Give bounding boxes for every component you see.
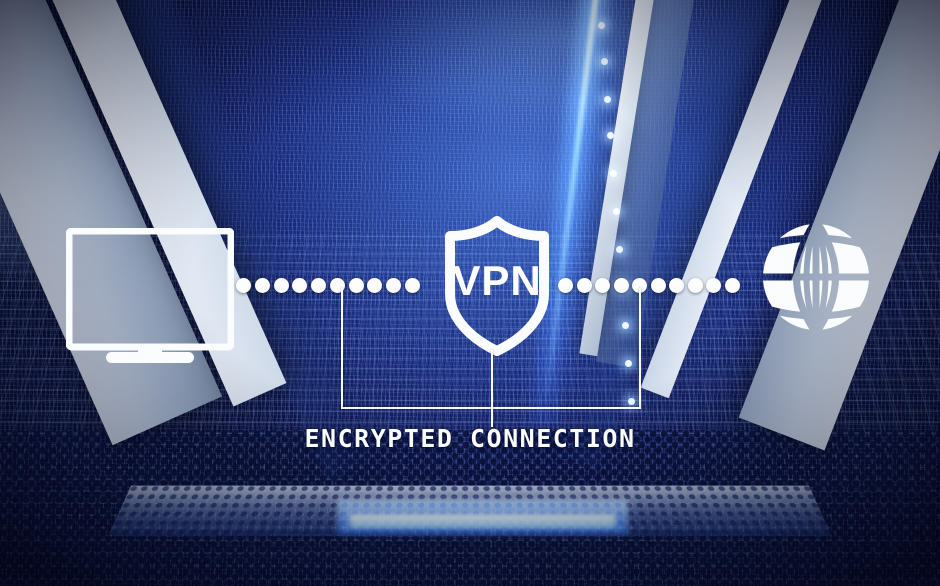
link-dot	[688, 278, 703, 293]
internet-node	[757, 212, 875, 347]
encrypted-link-right	[558, 278, 740, 293]
leader-line-center	[491, 350, 493, 427]
vpn-node: VPN	[440, 216, 554, 361]
link-dot	[405, 278, 420, 293]
link-dot	[614, 278, 629, 293]
link-dot	[725, 278, 740, 293]
vpn-shield-label: VPN	[440, 260, 554, 302]
encrypted-link-left	[236, 278, 420, 293]
link-dot	[669, 278, 684, 293]
link-dot	[367, 278, 382, 293]
leader-line-left	[341, 288, 343, 409]
link-dot	[577, 278, 592, 293]
link-dot	[311, 278, 326, 293]
link-dot	[558, 278, 573, 293]
link-dot	[386, 278, 401, 293]
globe-icon	[757, 212, 875, 342]
link-dot	[595, 278, 610, 293]
link-dot	[274, 278, 289, 293]
client-node	[66, 228, 234, 369]
link-dot	[349, 278, 364, 293]
link-dot	[292, 278, 307, 293]
link-dot	[706, 278, 721, 293]
monitor-icon	[66, 228, 234, 364]
encrypted-connection-caption: ENCRYPTED CONNECTION	[0, 424, 940, 453]
leader-line-right	[639, 288, 641, 409]
link-dot	[651, 278, 666, 293]
link-dot	[236, 278, 251, 293]
link-dot	[255, 278, 270, 293]
